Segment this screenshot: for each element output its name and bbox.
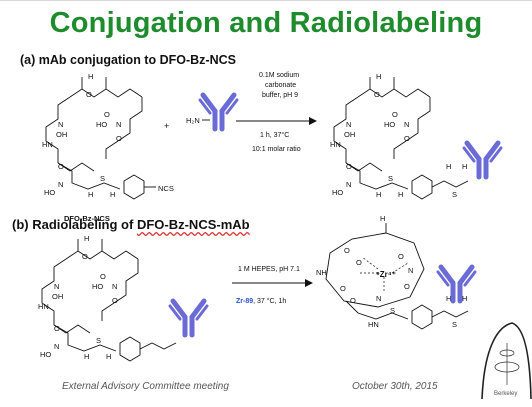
svg-text:NH: NH: [316, 268, 327, 277]
svg-text:H: H: [84, 352, 89, 361]
svg-text:H: H: [398, 190, 403, 199]
svg-text:OH: OH: [344, 130, 355, 139]
berkeley-logo: Berkeley: [481, 322, 532, 400]
svg-text:H: H: [380, 214, 385, 223]
svg-text:O: O: [356, 258, 362, 267]
svg-text:N: N: [58, 120, 63, 129]
svg-text:HO: HO: [92, 282, 103, 291]
dfo-bz-ncs-mab-reactant: H O O N OH HO N O HN O N HO S H H: [38, 234, 207, 362]
plus-sign: +: [164, 121, 169, 131]
svg-text:O: O: [58, 162, 64, 171]
svg-text:O: O: [374, 90, 380, 99]
svg-text:O: O: [340, 284, 346, 293]
svg-text:HN: HN: [42, 140, 53, 149]
svg-text:HO: HO: [44, 188, 55, 197]
dfo-bz-ncs-mab-product: H O O N OH HO N O HN O N HO S H H H S H: [330, 72, 501, 200]
cond-a-1: 0.1M sodium: [259, 72, 299, 79]
svg-text:HO: HO: [332, 188, 343, 197]
antibody-icon: [200, 95, 237, 129]
svg-text:O: O: [112, 296, 118, 305]
logo-text: Berkeley: [494, 391, 517, 397]
svg-text:N: N: [376, 294, 381, 303]
svg-text:N: N: [346, 180, 351, 189]
svg-text:O: O: [100, 272, 106, 281]
section-a-prefix: (a) mAb conjugation to: [20, 53, 160, 67]
cond-b-rest: , 37 °C, 1h: [253, 297, 286, 305]
svg-text:O: O: [54, 324, 60, 333]
svg-text:OH: OH: [56, 130, 67, 139]
amine-label: H₂N: [186, 116, 200, 125]
svg-text:O: O: [392, 110, 398, 119]
footer-meeting: External Advisory Committee meeting: [62, 381, 229, 392]
svg-text:N: N: [58, 180, 63, 189]
svg-text:N: N: [54, 282, 59, 291]
zr-dfo-mab-product: H O O NH O N O O O N HN S H S H: [316, 214, 475, 330]
cond-a-4: 1 h, 37°C: [260, 131, 289, 139]
cond-a-5: 10:1 molar ratio: [252, 146, 301, 153]
svg-text:H: H: [462, 162, 467, 171]
svg-text:O: O: [116, 134, 122, 143]
svg-text:H: H: [88, 72, 93, 81]
zirconium-label: ⁹Zr⁴⁺: [376, 270, 396, 279]
svg-text:N: N: [116, 120, 121, 129]
svg-text:O: O: [104, 110, 110, 119]
svg-text:O: O: [350, 296, 356, 305]
svg-text:NCS: NCS: [158, 184, 174, 193]
svg-text:HN: HN: [368, 320, 379, 329]
svg-text:N: N: [408, 266, 413, 275]
dfo-bz-ncs-label: DFO-Bz-NCS: [64, 214, 110, 223]
svg-text:O: O: [346, 162, 352, 171]
svg-text:H: H: [88, 190, 93, 199]
svg-text:N: N: [54, 342, 59, 351]
svg-text:S: S: [96, 336, 101, 345]
section-a-heading: (a) mAb conjugation to DFO-Bz-NCS: [20, 53, 236, 67]
slide-title: Conjugation and Radiolabeling: [49, 7, 483, 39]
section-b-prefix: (b) Radiolabeling of: [12, 217, 137, 232]
svg-text:O: O: [398, 252, 404, 261]
svg-text:H: H: [376, 72, 381, 81]
cond-a-3: buffer, pH 9: [262, 92, 298, 99]
svg-text:H: H: [106, 352, 111, 361]
svg-text:Zr-89, 37 °C, 1h: Zr-89, 37 °C, 1h: [236, 297, 286, 305]
svg-text:OH: OH: [52, 292, 63, 301]
svg-text:H: H: [446, 162, 451, 171]
section-a-name: DFO-Bz-NCS: [159, 53, 236, 67]
svg-text:H: H: [462, 294, 467, 303]
svg-text:O: O: [82, 252, 88, 261]
svg-text:HO: HO: [40, 350, 51, 359]
dfo-bz-ncs-structure: H O O N OH HO N O HN O N HO S H H NCS: [42, 72, 174, 200]
svg-text:S: S: [390, 306, 395, 315]
cond-b-1: 1 M HEPES, pH 7.1: [238, 266, 300, 273]
section-b-name: DFO-Bz-NCS-mAb: [136, 217, 250, 232]
svg-text:H: H: [446, 294, 451, 303]
svg-text:O: O: [404, 282, 410, 291]
svg-text:HN: HN: [330, 140, 341, 149]
svg-text:O: O: [86, 90, 92, 99]
svg-text:O: O: [344, 246, 350, 255]
svg-text:O: O: [404, 134, 410, 143]
svg-text:H: H: [84, 234, 89, 243]
cond-b-isotope: Zr-89: [236, 298, 253, 305]
svg-text:HO: HO: [384, 120, 395, 129]
svg-text:N: N: [404, 120, 409, 129]
svg-text:HN: HN: [38, 302, 49, 311]
svg-text:N: N: [112, 282, 117, 291]
svg-text:S: S: [452, 320, 457, 329]
svg-text:H: H: [110, 190, 115, 199]
footer-date: October 30th, 2015: [352, 381, 438, 392]
svg-text:H: H: [376, 190, 381, 199]
cond-a-2: carbonate: [265, 82, 296, 89]
svg-text:S: S: [452, 190, 457, 199]
svg-text:N: N: [346, 120, 351, 129]
svg-text:S: S: [388, 174, 393, 183]
svg-text:S: S: [100, 174, 105, 183]
section-b-heading: (b) Radiolabeling of DFO-Bz-NCS-mAb: [12, 217, 250, 232]
svg-text:HO: HO: [96, 120, 107, 129]
